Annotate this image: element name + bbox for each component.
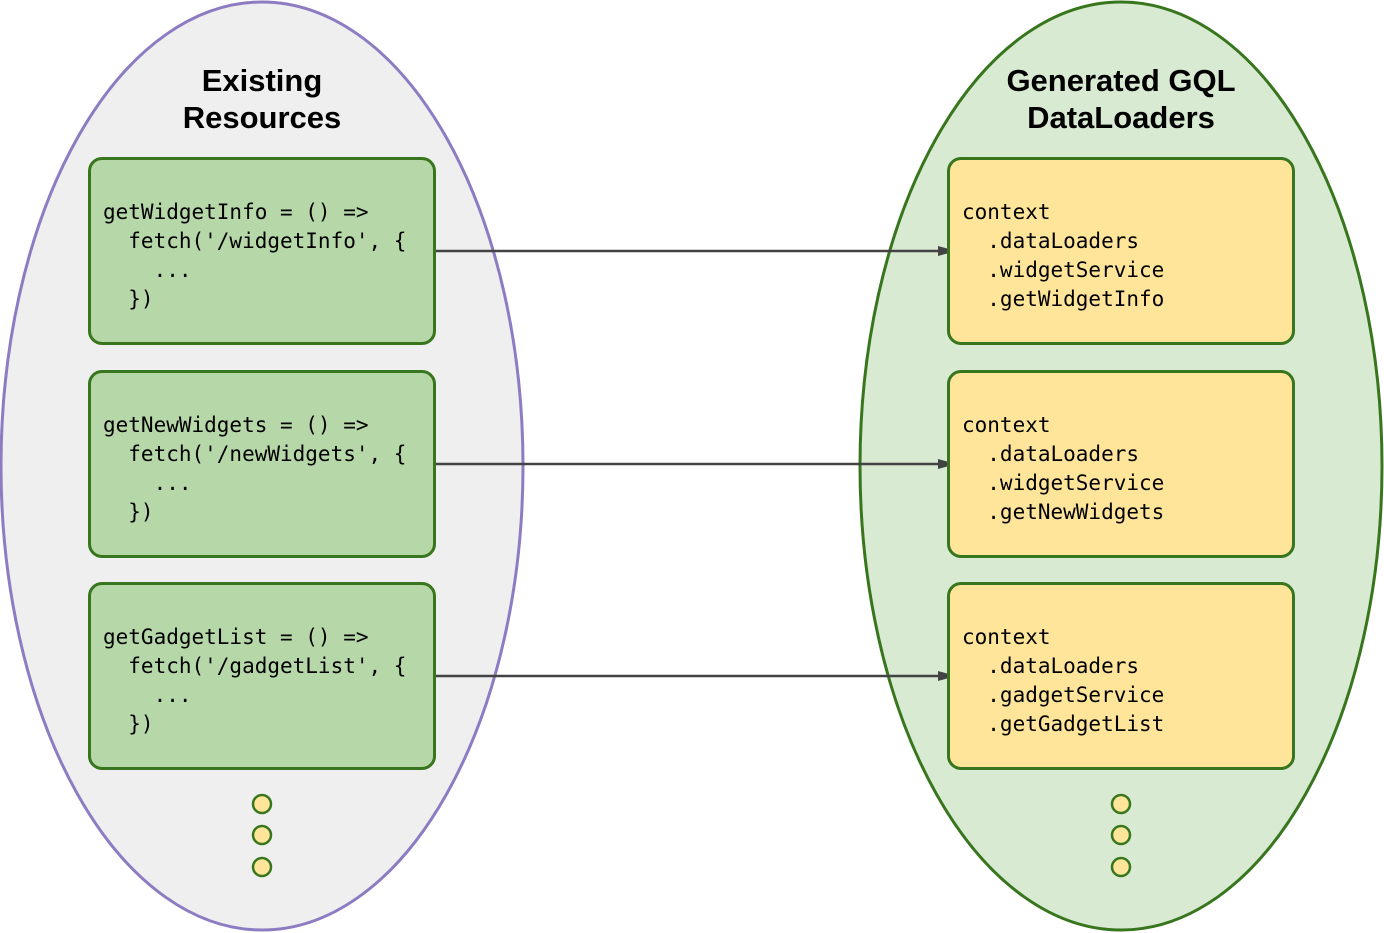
title-line: Generated GQL bbox=[1006, 63, 1236, 98]
code-line: ... bbox=[103, 258, 192, 282]
resource-box-get-widget-info: getWidgetInfo = () => fetch('/widgetInfo… bbox=[88, 157, 436, 345]
code-line: fetch('/gadgetList', { bbox=[103, 654, 407, 678]
code-line: }) bbox=[103, 287, 154, 311]
code-line: getNewWidgets = () => bbox=[103, 413, 369, 437]
resource-box-get-gadget-list: getGadgetList = () => fetch('/gadgetList… bbox=[88, 582, 436, 770]
code-line: .widgetService bbox=[962, 471, 1165, 495]
edge-layer bbox=[436, 251, 947, 676]
code-line: getGadgetList = () => bbox=[103, 625, 369, 649]
code-line: .dataLoaders bbox=[962, 229, 1140, 253]
ellipsis-dot bbox=[251, 856, 273, 878]
code-line: context bbox=[962, 625, 1051, 649]
code-line: .getGadgetList bbox=[962, 712, 1165, 736]
ellipsis-dot bbox=[1110, 793, 1132, 815]
code-line: .gadgetService bbox=[962, 683, 1165, 707]
left-more-items-icon bbox=[251, 793, 273, 878]
code-line: getWidgetInfo = () => bbox=[103, 200, 369, 224]
title-line: DataLoaders bbox=[1027, 100, 1215, 135]
right-more-items-icon bbox=[1110, 793, 1132, 878]
dataloader-box-get-new-widgets: context .dataLoaders .widgetService .get… bbox=[947, 370, 1295, 558]
code-line: .dataLoaders bbox=[962, 442, 1140, 466]
dataloader-box-get-gadget-list: context .dataLoaders .gadgetService .get… bbox=[947, 582, 1295, 770]
title-line: Resources bbox=[182, 100, 342, 135]
dataloader-box-get-widget-info: context .dataLoaders .widgetService .get… bbox=[947, 157, 1295, 345]
more-items-layer bbox=[251, 793, 1132, 878]
ellipsis-dot bbox=[251, 824, 273, 846]
code-line: .getWidgetInfo bbox=[962, 287, 1165, 311]
existing-resources-title: Existing Resources bbox=[112, 62, 412, 136]
code-line: fetch('/newWidgets', { bbox=[103, 442, 407, 466]
title-line: Existing bbox=[201, 63, 323, 98]
code-line: context bbox=[962, 200, 1051, 224]
code-line: ... bbox=[103, 471, 192, 495]
code-line: }) bbox=[103, 712, 154, 736]
code-line: }) bbox=[103, 500, 154, 524]
ellipsis-dot bbox=[251, 793, 273, 815]
code-line: fetch('/widgetInfo', { bbox=[103, 229, 407, 253]
code-line: context bbox=[962, 413, 1051, 437]
generated-dataloaders-title: Generated GQL DataLoaders bbox=[941, 62, 1301, 136]
code-line: .getNewWidgets bbox=[962, 500, 1165, 524]
resource-box-get-new-widgets: getNewWidgets = () => fetch('/newWidgets… bbox=[88, 370, 436, 558]
code-line: .dataLoaders bbox=[962, 654, 1140, 678]
code-line: ... bbox=[103, 683, 192, 707]
code-line: .widgetService bbox=[962, 258, 1165, 282]
ellipsis-dot bbox=[1110, 856, 1132, 878]
ellipsis-dot bbox=[1110, 824, 1132, 846]
